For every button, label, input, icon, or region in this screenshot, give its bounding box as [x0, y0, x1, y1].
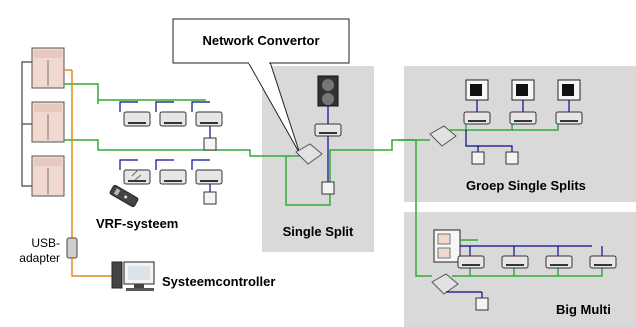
- usb-adapter-label-line1: USB-: [31, 236, 60, 250]
- big-multi-outdoor-unit: [433, 229, 461, 263]
- single-split-indoor-unit: [314, 123, 342, 137]
- big-multi-label: Big Multi: [556, 302, 611, 317]
- callout-box: [172, 18, 350, 64]
- usb-adapter-device: [66, 237, 78, 259]
- vrf-outdoor-units: [31, 47, 65, 197]
- group-single-splits-label: Groep Single Splits: [466, 178, 586, 193]
- group-outdoor-units: [465, 79, 581, 101]
- big-multi-unit-vents: [462, 264, 612, 266]
- vrf-network-lines: [64, 83, 430, 206]
- group-unit-vents: [468, 120, 578, 122]
- big-multi-wall-remote: [475, 297, 489, 311]
- vrf-wall-remotes: [203, 137, 217, 205]
- vrf-refrigerant-lines: [119, 101, 211, 192]
- group-wall-remotes: [471, 151, 519, 165]
- big-multi-network-convertor-device: [431, 273, 459, 295]
- vrf-system-label: VRF-systeem: [96, 216, 178, 231]
- vrf-unit-vents: [128, 122, 218, 182]
- controller-computer-icon: [111, 261, 155, 291]
- handheld-remote-icon: [109, 184, 139, 208]
- group-network-convertor-device: [429, 125, 457, 147]
- group-indoor-units: [463, 111, 583, 125]
- callout-label: Network Convertor: [202, 33, 319, 48]
- network-convertor-device: [295, 143, 323, 165]
- usb-adapter-label-line2: adapter: [19, 251, 60, 265]
- group-refrigerant-lines: [476, 100, 570, 112]
- big-multi-network-lines: [415, 140, 603, 277]
- single-split-outdoor-unit: [317, 75, 339, 107]
- single-split-wall-remote: [321, 181, 335, 195]
- remote-signal: [131, 169, 142, 181]
- usb-to-controller-line: [71, 258, 118, 277]
- single-split-label: Single Split: [283, 224, 354, 239]
- system-controller-label: Systeemcontroller: [162, 274, 275, 289]
- group-remote-lines: [465, 130, 513, 152]
